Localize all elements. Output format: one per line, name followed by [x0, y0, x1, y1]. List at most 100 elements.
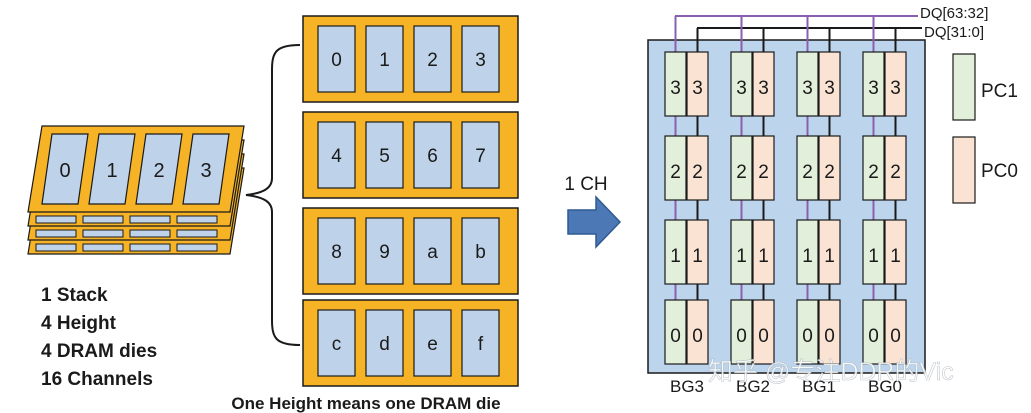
bank-group-label: BG3 [670, 377, 704, 396]
pc0-bank-label: 2 [758, 162, 769, 183]
die-channel-label: b [475, 242, 486, 263]
pc1-bank-cell [730, 299, 753, 365]
pc0-bank-label: 3 [824, 78, 835, 99]
pc1-bank-label: 2 [736, 162, 747, 183]
pc1-bank-cell [862, 219, 885, 285]
pc0-bank-cell [752, 135, 775, 201]
die-channel-cell [317, 217, 356, 285]
pc0-bank-cell [752, 299, 775, 365]
die-channel-label: e [427, 334, 438, 355]
stack-channel-cell [182, 133, 230, 205]
pc1-bank-label: 2 [802, 162, 813, 183]
stack-layer-slot [82, 215, 124, 224]
die-channel-cell [413, 121, 452, 189]
pc1-bank-cell [730, 135, 753, 201]
arrow-label: 1 CH [564, 174, 607, 195]
pc0-bank-label: 2 [824, 162, 835, 183]
die-channel-cell [365, 309, 404, 377]
stack-channel-label: 1 [106, 160, 117, 182]
pc0-bank-cell [818, 299, 841, 365]
pc1-bank-cell [730, 219, 753, 285]
die-channel-cell [317, 121, 356, 189]
die-channel-label: 6 [427, 146, 438, 167]
pc1-bank-label: 1 [670, 246, 681, 267]
pc1-bank-label: 3 [670, 78, 681, 99]
bank-group-label: BG0 [868, 377, 902, 396]
die-channel-cell [461, 121, 500, 189]
pc1-legend-label: PC1 [981, 81, 1018, 102]
pc0-bank-cell [884, 51, 907, 117]
die-channel-cell [461, 217, 500, 285]
pc1-bank-label: 2 [868, 162, 879, 183]
die-channel-label: 9 [379, 242, 390, 263]
pc1-bank-label: 3 [802, 78, 813, 99]
pc1-bank-cell [796, 135, 819, 201]
dq-upper-label: DQ[63:32] [920, 5, 988, 22]
stack-layer-slot [35, 243, 77, 252]
stack-summary-line: 4 Height [41, 313, 117, 334]
stack-channel-label: 0 [59, 160, 70, 182]
pc1-bank-label: 3 [868, 78, 879, 99]
die-channel-label: a [427, 242, 438, 263]
pc1-bank-label: 3 [736, 78, 747, 99]
watermark: 知乎 @专注DDR的Vic [708, 358, 954, 386]
pc0-bank-label: 1 [890, 246, 901, 267]
die-channel-cell [365, 217, 404, 285]
pc1-bank-label: 2 [670, 162, 681, 183]
die-channel-label: 3 [475, 50, 486, 71]
stack-layer-slot [35, 215, 77, 224]
pc0-bank-label: 2 [692, 162, 703, 183]
pc0-bank-cell [752, 51, 775, 117]
pc0-bank-label: 2 [890, 162, 901, 183]
pc0-bank-label: 0 [692, 326, 703, 347]
pc0-bank-cell [818, 135, 841, 201]
pc1-legend-swatch [952, 53, 976, 121]
die-channel-cell [317, 309, 356, 377]
pc0-legend-swatch [952, 136, 976, 204]
stack-layer-slot [35, 229, 77, 238]
die-channel-cell [413, 217, 452, 285]
pc0-bank-cell [752, 219, 775, 285]
pc0-bank-cell [818, 51, 841, 117]
stack-layer-slot [176, 243, 218, 252]
pc0-bank-cell [884, 135, 907, 201]
die-channel-label: 7 [475, 146, 486, 167]
pc1-bank-label: 1 [868, 246, 879, 267]
pc0-bank-cell [686, 135, 709, 201]
pc1-bank-cell [862, 51, 885, 117]
stack-layer-slot [82, 243, 124, 252]
stack-layer-slot [129, 229, 171, 238]
die-channel-label: 0 [331, 50, 342, 71]
stack-layer-slot [176, 215, 218, 224]
stack-to-dies-brace [245, 44, 301, 346]
die-channel-cell [317, 25, 356, 93]
stack-layer-slot [129, 215, 171, 224]
pc0-bank-label: 0 [758, 326, 769, 347]
die-channel-cell [413, 25, 452, 93]
pc1-bank-label: 0 [670, 326, 681, 347]
pc1-bank-cell [796, 219, 819, 285]
die-channel-cell [365, 121, 404, 189]
die-channel-cell [365, 25, 404, 93]
pc0-bank-label: 0 [890, 326, 901, 347]
die-channel-cell [413, 309, 452, 377]
pc0-legend-label: PC0 [981, 161, 1018, 182]
pc0-bank-cell [686, 51, 709, 117]
pc0-bank-label: 1 [824, 246, 835, 267]
pc1-bank-label: 0 [868, 326, 879, 347]
pc1-bank-label: 1 [802, 246, 813, 267]
pc0-bank-label: 1 [692, 246, 703, 267]
die-channel-label: c [332, 334, 342, 355]
pc1-bank-cell [664, 135, 687, 201]
pc0-bank-cell [686, 299, 709, 365]
die-channel-label: d [379, 334, 390, 355]
pc1-bank-cell [796, 299, 819, 365]
pc1-bank-cell [862, 135, 885, 201]
pc0-bank-label: 3 [890, 78, 901, 99]
